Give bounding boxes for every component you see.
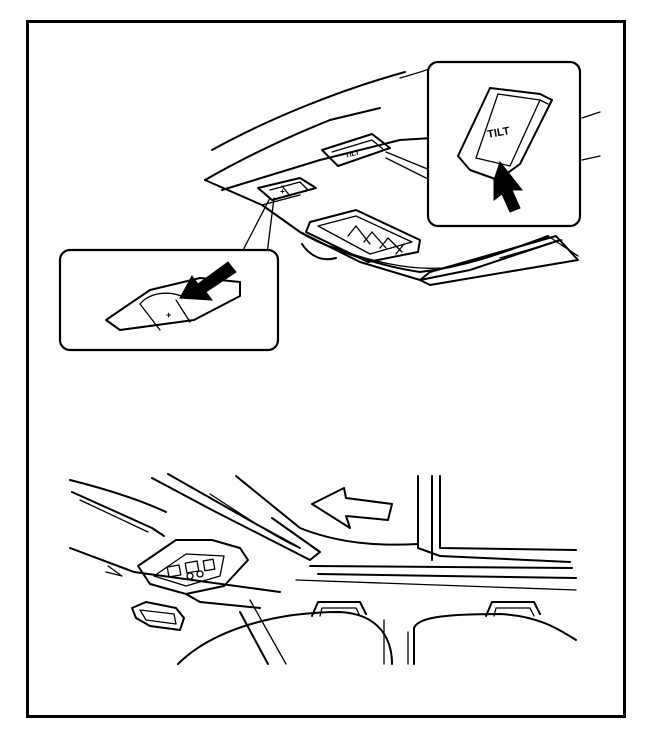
sunroof-interior-illustration [69,473,577,665]
rearview-mirror [131,601,185,631]
seat-headrests [177,611,577,665]
slide-switch-callout: + [58,248,280,352]
svg-text:+: + [280,187,285,196]
slide-direction-arrow-icon [311,487,393,529]
tilt-console-label: TILT [345,149,361,160]
overhead-console-illustration: + TILT [204,65,601,286]
slide-switch-small: + [257,177,317,201]
overhead-console [137,539,261,609]
tilt-callout-label: TILT [486,125,510,141]
map-light [301,209,421,263]
push-arrow-icon [493,160,524,213]
grab-handle-right [485,601,541,617]
svg-text:+: + [166,310,171,320]
sunroof-opening [151,473,577,591]
push-arrow-icon [179,261,237,301]
tilt-switch-callout: TILT [426,60,582,228]
tilt-switch-small: TILT [321,133,391,167]
